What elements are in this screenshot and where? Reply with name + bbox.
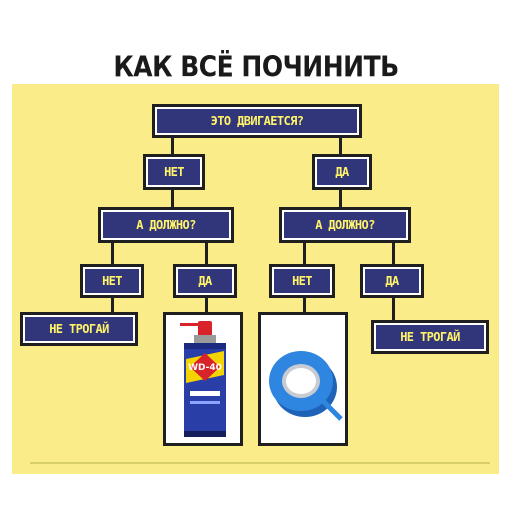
connector (392, 296, 395, 320)
node-label: НЕТ (148, 159, 200, 185)
node-label: А ДОЛЖНО? (284, 212, 406, 238)
left-left-no-node: НЕТ (80, 264, 144, 298)
right-should-node: А ДОЛЖНО? (279, 207, 411, 243)
connector (392, 242, 395, 264)
poster-bottom-edge (30, 462, 490, 464)
node-label: ЭТО ДВИГАЕТСЯ? (157, 109, 357, 133)
header-band (12, 44, 499, 84)
node-label: НЕТ (274, 269, 330, 293)
can-brand-text: WD-40 (188, 363, 222, 373)
tape-image-box (258, 312, 348, 446)
connector (205, 296, 208, 312)
right-right-yes-node: ДА (360, 264, 424, 298)
connector (205, 242, 208, 264)
wd40-can-icon: WD-40 (180, 321, 226, 437)
node-label: НЕ ТРОГАЙ (376, 325, 484, 349)
node-label: ДА (317, 159, 367, 185)
node-label: А ДОЛЖНО? (103, 212, 229, 238)
left-no-node: НЕТ (143, 154, 205, 190)
connector (303, 296, 306, 312)
lubricant-image-box: WD-40 (163, 312, 243, 446)
node-label: НЕТ (85, 269, 139, 293)
node-label: НЕ ТРОГАЙ (25, 317, 133, 341)
root-question-node: ЭТО ДВИГАЕТСЯ? (152, 104, 362, 138)
connector (171, 189, 174, 207)
connector (339, 189, 342, 207)
connector (111, 296, 114, 312)
connector (171, 136, 174, 154)
node-label: ДА (365, 269, 419, 293)
node-label: ДА (178, 269, 232, 293)
connector (111, 242, 114, 264)
right-left-no-node: НЕТ (269, 264, 335, 298)
left-should-node: А ДОЛЖНО? (98, 207, 234, 243)
right-yes-node: ДА (312, 154, 372, 190)
connector (339, 136, 342, 154)
right-leaf-node: НЕ ТРОГАЙ (371, 320, 489, 354)
connector (303, 242, 306, 264)
page-title: КАК ВСЁ ПОЧИНИТЬ (113, 50, 399, 84)
left-right-yes-node: ДА (173, 264, 237, 298)
blue-tape-roll-icon (269, 351, 343, 421)
left-leaf-node: НЕ ТРОГАЙ (20, 312, 138, 346)
